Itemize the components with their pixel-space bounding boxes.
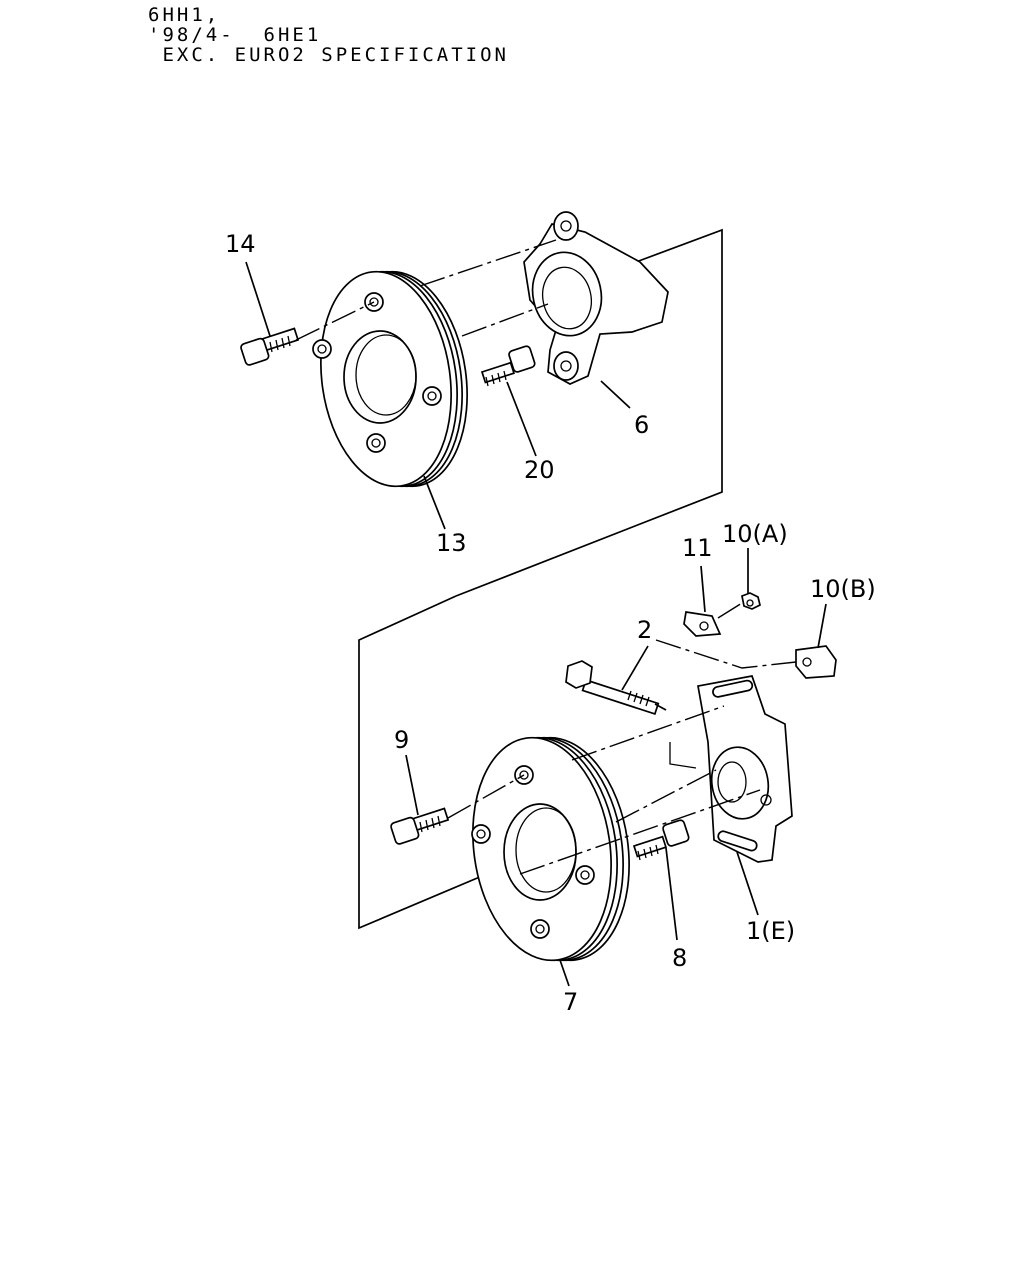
callout-8: 8 <box>672 944 687 972</box>
callout-7: 7 <box>563 988 578 1016</box>
callout-11: 11 <box>682 534 713 562</box>
bolt-14 <box>240 327 300 366</box>
bolt-20 <box>480 345 536 387</box>
callout-10b: 10(B) <box>810 575 876 603</box>
lower-coupling-disc <box>471 736 630 962</box>
specification-line: EXC. EURO2 SPECIFICATION <box>148 44 509 66</box>
block-10b <box>795 645 837 679</box>
plate-11 <box>683 611 722 637</box>
callout-10a: 10(A) <box>722 520 788 548</box>
flange-bracket <box>523 211 669 385</box>
upper-coupling-disc <box>312 270 468 488</box>
callout-9: 9 <box>394 726 409 754</box>
nut-10a <box>741 592 761 610</box>
callout-6: 6 <box>634 411 649 439</box>
bolt-9 <box>390 807 450 845</box>
callout-20: 20 <box>524 456 555 484</box>
callout-13: 13 <box>436 529 467 557</box>
lower-group-boundary <box>358 595 573 930</box>
callout-2: 2 <box>637 616 652 644</box>
callout-1e: 1(E) <box>746 917 795 945</box>
bolt-8 <box>632 819 690 861</box>
bolt-2 <box>565 660 660 716</box>
model-code-line: 6HH1, <box>148 4 221 26</box>
upper-group-boundary <box>455 228 723 597</box>
callout-14: 14 <box>225 230 256 258</box>
bracket-plate <box>669 675 793 863</box>
model-year-line: '98/4- 6HE1 <box>148 24 322 46</box>
